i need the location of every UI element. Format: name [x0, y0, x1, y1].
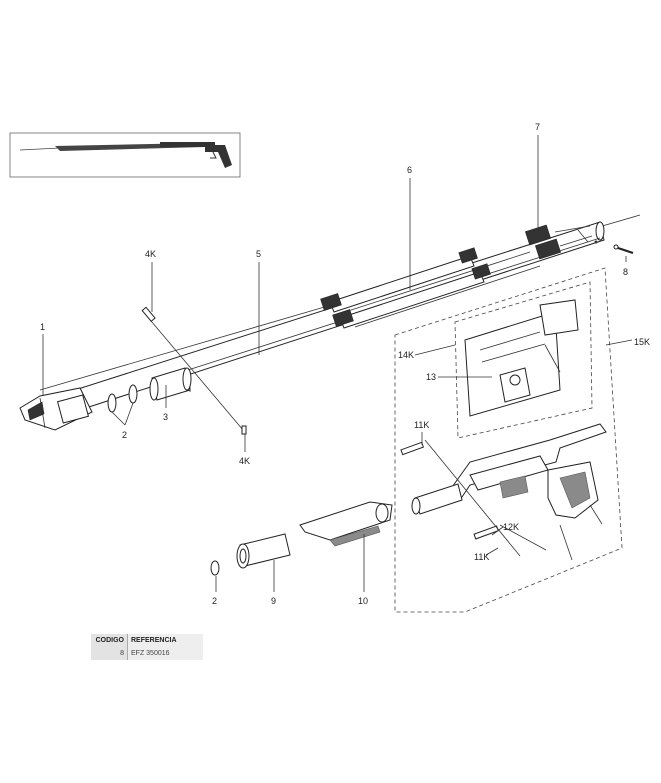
- label-2-lower: 2: [212, 596, 217, 606]
- handle-assembly: [411, 423, 607, 561]
- rubber-ends-part-7: [524, 224, 593, 260]
- group-part-15k: [394, 267, 623, 613]
- reference-table: CODIGO REFERENCIA 8 EFZ 350016: [91, 634, 203, 660]
- label-3: 3: [163, 412, 168, 422]
- reference-header: REFERENCIA: [127, 634, 203, 647]
- code-header: CODIGO: [91, 634, 128, 647]
- speargun-thumbnail-icon: [19, 142, 232, 168]
- label-5: 5: [256, 249, 261, 259]
- reference-value: EFZ 350016: [127, 647, 203, 660]
- label-4k-top: 4K: [145, 249, 156, 259]
- code-value: 8: [91, 647, 128, 660]
- label-6: 6: [407, 165, 412, 175]
- label-12k: 12K: [503, 522, 519, 532]
- label-11k-top: 11K: [414, 420, 429, 430]
- label-7: 7: [535, 122, 540, 132]
- bushing-part-9: [236, 533, 291, 569]
- o-rings-part-2: [107, 384, 138, 413]
- line-guide-part-10: [299, 501, 393, 547]
- label-15k: 15K: [634, 337, 650, 347]
- label-4k-bottom: 4K: [239, 456, 250, 466]
- leader-lines: [42, 135, 633, 592]
- o-ring-lower-part-2: [210, 560, 220, 576]
- muzzle-head-part-1: [19, 387, 93, 431]
- label-1: 1: [40, 322, 45, 332]
- screw-part-8: [613, 244, 634, 254]
- thumbnail-box: [9, 132, 241, 178]
- label-11k-bottom: 11K: [474, 552, 489, 562]
- label-14k: 14K: [398, 350, 414, 360]
- label-9: 9: [271, 596, 276, 606]
- part-labels: 1 2 3 4K 4K 5 6 7 8 9 10 11K 11K 12K 13 …: [40, 122, 650, 606]
- sleeve-part-3: [149, 367, 192, 401]
- group-part-14k: [454, 281, 593, 439]
- label-2-upper: 2: [122, 430, 127, 440]
- label-13: 13: [426, 372, 436, 382]
- label-8: 8: [623, 267, 628, 277]
- pins-part-11k-12k: [400, 439, 547, 557]
- label-10: 10: [358, 596, 368, 606]
- pin-part-4k: [141, 306, 247, 435]
- rubber-bands-part-6: [320, 247, 541, 329]
